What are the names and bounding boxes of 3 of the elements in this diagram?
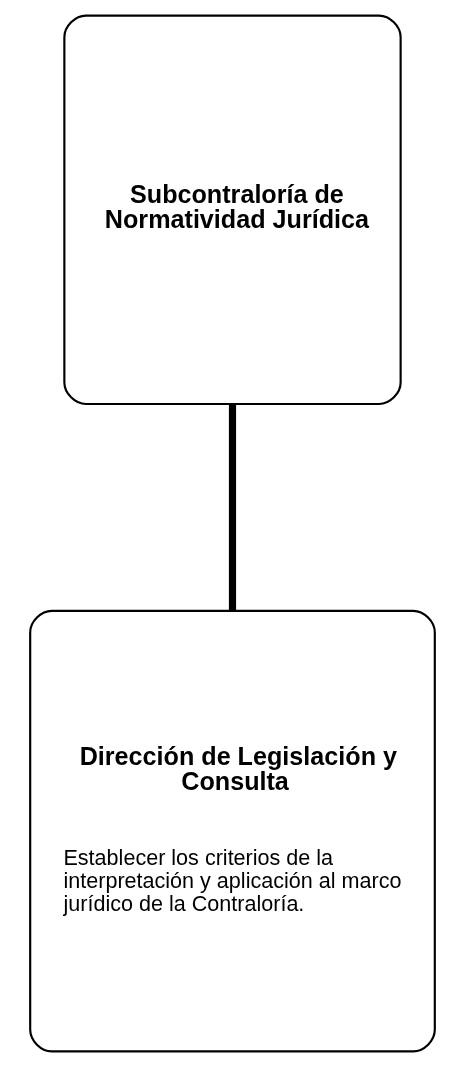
connector: [228, 404, 236, 611]
node-box: Subcontraloría de Normatividad Jurídica: [62, 14, 402, 406]
node-box: Dirección de Legislación y Consulta Establecer los criterios de la interpretación y aplicación al marco jurídico de la Contraloría.: [28, 609, 436, 1053]
